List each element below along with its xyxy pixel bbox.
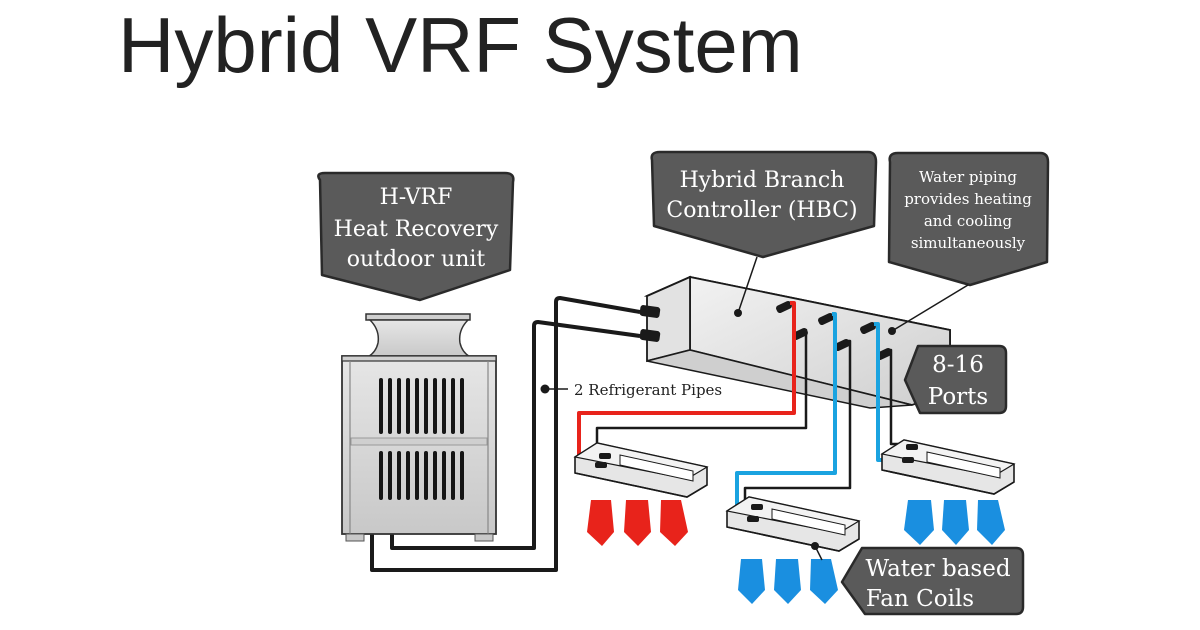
callout-ports: 8-16 Ports [903,344,1008,415]
callout-water-piping-line-3: and cooling [924,212,1013,230]
refrigerant-pipe-marker [540,384,568,394]
callout-outdoor-unit: H-VRF Heat Recovery outdoor unit [317,171,515,302]
page-title: Hybrid VRF System [118,1,803,89]
callout-water-piping: Water piping provides heating and coolin… [887,151,1050,332]
callout-outdoor-unit-line-1: H-VRF [380,185,453,210]
outdoor-unit-grille-top [379,378,464,434]
callout-fan-coils-line-1: Water based [865,556,1010,582]
refrigerant-pipes [370,296,641,572]
hybrid-branch-controller [639,275,951,409]
callout-outdoor-unit-line-2: Heat Recovery [334,217,499,242]
callout-water-piping-line-1: Water piping [919,168,1017,186]
return-pipe-right [888,348,899,446]
fan-coil-left [573,442,709,498]
callout-outdoor-unit-line-3: outdoor unit [347,247,486,272]
refrigerant-pipe-outer [370,296,641,572]
callout-ports-line-1: 8-16 [932,352,984,378]
callout-hbc-line-2: Controller (HBC) [666,198,857,223]
outdoor-unit [341,313,497,542]
callout-fan-coils: Water based Fan Coils [814,545,1025,616]
callout-ports-line-2: Ports [928,384,988,410]
outdoor-unit-grille-bottom [379,451,464,500]
callout-fan-coils-line-2: Fan Coils [866,586,974,612]
cool-airflow-arrows-middle [738,559,838,604]
callout-water-piping-line-4: simultaneously [911,234,1026,252]
callout-water-piping-line-2: provides heating [904,190,1032,208]
cool-airflow-arrows-right [904,500,1005,545]
refrigerant-pipes-label: 2 Refrigerant Pipes [574,381,722,399]
fan-coil-middle [725,496,861,552]
fan-coil-right [880,439,1016,495]
callout-hbc-line-1: Hybrid Branch [680,168,845,193]
hot-airflow-arrows [587,500,688,546]
callout-hbc: Hybrid Branch Controller (HBC) [650,150,878,314]
refrigerant-pipe-inner [390,320,641,550]
